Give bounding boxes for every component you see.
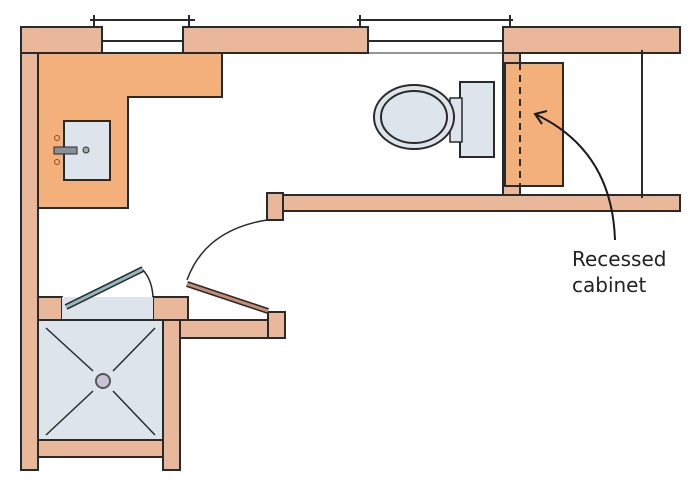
drain-icon <box>95 373 111 389</box>
shower-bottom-wall <box>37 439 164 458</box>
shower-wall-right <box>162 296 181 471</box>
callout-label-line2: cabinet <box>572 273 647 297</box>
door-jamb-bottom <box>267 311 286 339</box>
door-jamb-top <box>266 192 284 221</box>
top-wall-middle <box>182 26 369 54</box>
top-wall-left <box>20 26 103 54</box>
faucet-icon <box>53 146 78 155</box>
middle-wall <box>282 194 681 212</box>
shower-slope-lines <box>45 327 156 436</box>
shower-entry <box>62 297 153 320</box>
toilet-icon <box>373 81 495 158</box>
shower-jamb <box>152 296 189 321</box>
callout-label-line1: Recessed <box>572 247 667 271</box>
callout-arrow <box>534 113 616 241</box>
shower-wall-left-stub <box>37 296 63 321</box>
top-wall-right <box>502 26 681 54</box>
door-swing-arc <box>186 219 268 281</box>
left-wall <box>20 26 39 471</box>
